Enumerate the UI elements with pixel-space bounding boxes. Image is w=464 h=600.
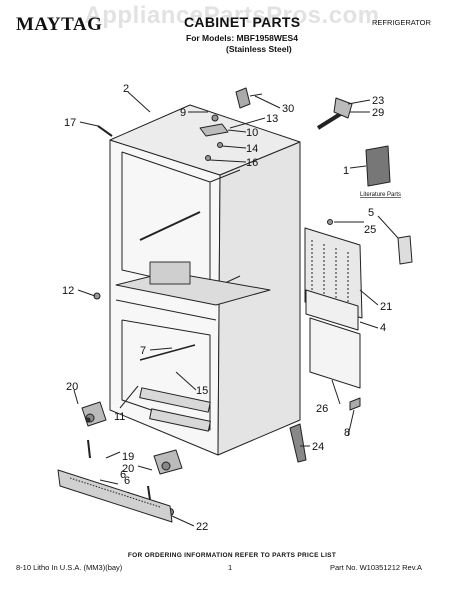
callout-12: 12	[62, 285, 74, 297]
callout-11: 11	[114, 411, 125, 423]
callout-10: 10	[246, 127, 258, 139]
callout-19: 19	[122, 451, 134, 463]
watermark: AppliancePartsPros.com	[84, 2, 380, 29]
callout-21: 21	[380, 301, 392, 313]
callout-6-lower: 6	[124, 475, 130, 487]
callout-30: 30	[282, 103, 294, 115]
callout-5: 5	[368, 207, 374, 219]
model-line: For Models: MBF1958WES4	[186, 33, 298, 43]
callout-22: 22	[196, 521, 208, 533]
callout-29: 29	[372, 107, 384, 119]
callout-8: 8	[344, 427, 350, 439]
callout-15: 15	[196, 385, 208, 397]
callout-13: 13	[266, 113, 278, 125]
callout-25: 25	[364, 224, 376, 236]
page-number: 1	[228, 563, 233, 572]
parts-diagram: Literature Parts 1 2 4 5 6 6 7 8 9 10 11…	[57, 83, 413, 533]
callout-2: 2	[123, 83, 129, 95]
callout-26: 26	[316, 403, 328, 415]
callout-20-right: 20	[122, 463, 134, 475]
document-type: REFRIGERATOR	[372, 18, 431, 27]
callout-group: 1 2 4 5 6 6 7 8 9 10 11 12 13 14 15 16 1…	[62, 83, 392, 533]
page-title: CABINET PARTS	[184, 14, 301, 30]
callout-7: 7	[140, 345, 146, 357]
callout-24: 24	[312, 441, 324, 453]
ordering-note: FOR ORDERING INFORMATION REFER TO PARTS …	[127, 552, 337, 559]
part-number: Part No. W10351212 Rev.A	[330, 563, 422, 572]
literature-parts-label: Literature Parts	[360, 192, 401, 198]
callout-4: 4	[380, 322, 386, 334]
callout-6-upper: 6	[120, 469, 126, 481]
callout-9: 9	[180, 107, 186, 119]
callout-14: 14	[246, 143, 258, 155]
callout-20-left: 20	[66, 381, 78, 393]
cabinet-side	[217, 141, 301, 456]
brand-logo: MAYTAG	[16, 14, 103, 35]
print-info: 8-10 Litho In U.S.A. (MM3)(bay)	[16, 563, 123, 572]
callout-17: 17	[64, 117, 76, 129]
model-variant: (Stainless Steel)	[226, 44, 292, 54]
callout-16: 16	[246, 157, 258, 169]
callout-1: 1	[343, 165, 349, 177]
callout-23: 23	[372, 95, 384, 107]
